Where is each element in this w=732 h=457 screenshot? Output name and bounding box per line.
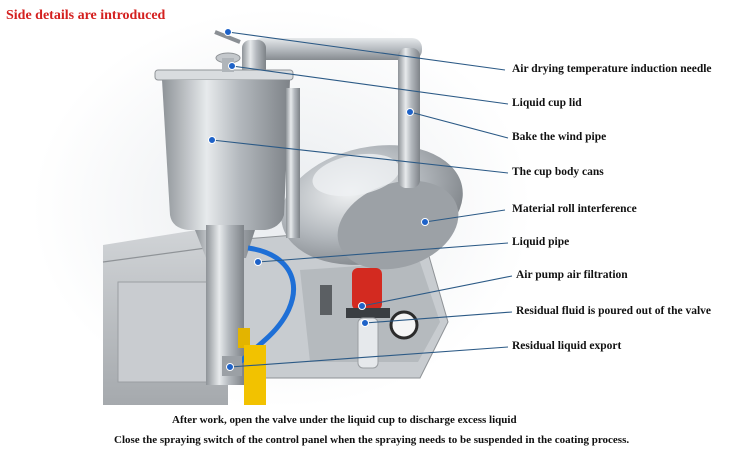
note-after-work: After work, open the valve under the liq… (172, 414, 517, 426)
label-air-pump-air-filtration: Air pump air filtration (516, 269, 628, 281)
label-air-drying-temperature-needle: Air drying temperature induction needle (512, 63, 712, 75)
page-title: Side details are introduced (6, 8, 166, 23)
label-residual-liquid-export: Residual liquid export (512, 340, 622, 352)
note-close-spraying-switch: Close the spraying switch of the control… (114, 434, 630, 446)
label-material-roll-interference: Material roll interference (512, 203, 637, 215)
label-residual-fluid-valve: Residual fluid is poured out of the valv… (516, 305, 711, 317)
label-bake-the-wind-pipe: Bake the wind pipe (512, 131, 607, 143)
callout-dots (208, 28, 429, 371)
leader-lines (211, 31, 513, 368)
air-filter-regulator (320, 268, 419, 369)
label-liquid-pipe: Liquid pipe (512, 236, 570, 248)
label-cup-body-cans: The cup body cans (512, 166, 604, 178)
label-liquid-cup-lid: Liquid cup lid (512, 97, 582, 109)
